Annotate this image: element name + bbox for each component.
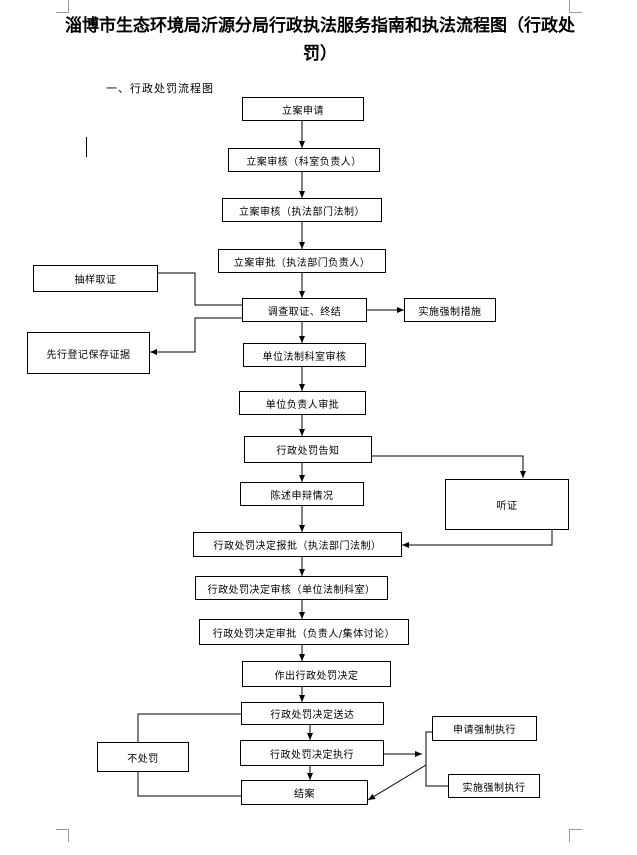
node-decision-review: 行政处罚决定审核（单位法制科室） — [195, 576, 388, 600]
node-case-approval: 立案审批（执法部门负责人） — [218, 249, 386, 273]
node-case-closed: 结案 — [241, 780, 368, 805]
node-decision-delivery: 行政处罚决定送达 — [241, 702, 384, 725]
node-make-decision: 作出行政处罚决定 — [242, 661, 391, 687]
node-hearing: 听证 — [445, 479, 569, 530]
node-penalty-notice: 行政处罚告知 — [244, 436, 372, 463]
document-title: 淄博市生态环境局沂源分局行政执法服务指南和执法流程图（行政处罚） — [65, 16, 575, 64]
node-evidence-registration: 先行登记保存证据 — [27, 332, 150, 374]
node-apply-enforcement: 申请强制执行 — [432, 716, 537, 741]
node-case-review-legal: 立案审核（执法部门法制） — [222, 198, 382, 222]
text-cursor — [86, 137, 87, 157]
node-implement-enforcement: 实施强制执行 — [448, 774, 540, 798]
arrow-enforcement-to-close — [367, 754, 427, 801]
node-unit-head-approval: 单位负责人审批 — [239, 391, 366, 415]
corner-mark-top-left — [56, 0, 69, 13]
line-sampling — [158, 272, 242, 306]
line-implement-enforcement — [425, 754, 448, 787]
arrow-to-hearing — [372, 455, 526, 478]
arrow-evidence-storage — [150, 317, 242, 355]
corner-mark-bottom-right — [569, 829, 582, 842]
section-heading: 一、行政处罚流程图 — [106, 82, 214, 95]
corner-mark-top-right — [569, 0, 582, 13]
node-sampling-evidence: 抽样取证 — [33, 265, 158, 292]
node-legal-office-review: 单位法制科室审核 — [243, 343, 366, 367]
line-apply-enforcement — [425, 731, 432, 754]
node-coercive-measures: 实施强制措施 — [404, 298, 496, 322]
node-statement-defense: 陈述申辩情况 — [240, 482, 364, 506]
node-decision-execution: 行政处罚决定执行 — [240, 740, 384, 766]
corner-mark-bottom-left — [56, 829, 69, 842]
arrow-from-hearing — [402, 530, 553, 548]
node-decision-submission: 行政处罚决定报批（执法部门法制） — [193, 532, 402, 557]
node-decision-approval: 行政处罚决定审批（负责人/集体讨论） — [199, 619, 409, 645]
node-no-penalty: 不处罚 — [97, 742, 189, 772]
node-case-application: 立案申请 — [242, 97, 364, 121]
node-case-review-section-head: 立案审核（科室负责人） — [228, 148, 380, 172]
node-investigation: 调查取证、终结 — [242, 298, 367, 322]
